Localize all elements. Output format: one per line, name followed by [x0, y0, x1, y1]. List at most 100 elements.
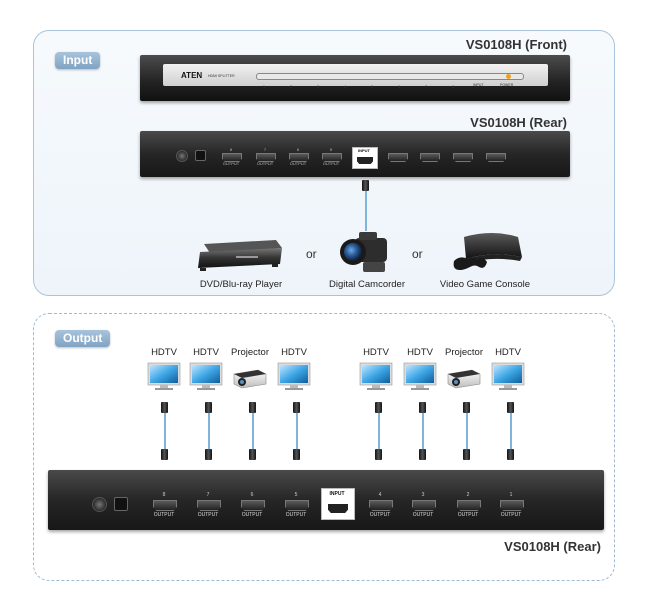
front-port-number: 5: [371, 84, 374, 89]
output-port-label: OUTPUT: [412, 512, 434, 518]
front-port-number: 7: [425, 84, 428, 89]
display-label: HDTV: [281, 347, 307, 358]
output-port-number: 1: [509, 492, 513, 498]
hdmi-port-icon: [322, 153, 342, 162]
hdmi-port-icon: [420, 153, 440, 162]
input-cable-plug-top: [362, 180, 369, 191]
hdmi-port-icon: [285, 500, 309, 511]
hdmi-port-icon: [289, 153, 309, 162]
input-port-label: INPUT: [329, 491, 345, 497]
output-port-label: OUTPUT: [256, 161, 274, 166]
output-port-number: 6: [250, 492, 254, 498]
output-panel: [33, 313, 615, 581]
or-text-1: or: [306, 247, 317, 261]
cable-line: [296, 413, 298, 449]
hdtv-icon: [491, 362, 525, 390]
display-label: HDTV: [495, 347, 521, 358]
hdmi-port-icon: [241, 500, 265, 511]
hdmi-port-icon: [369, 500, 393, 511]
hdmi-port-icon: [412, 500, 436, 511]
cable-plug-bottom: [507, 449, 514, 460]
display-label: HDTV: [363, 347, 389, 358]
cable-plug-bottom: [205, 449, 212, 460]
hdtv-icon: [189, 362, 223, 390]
cable-line: [510, 413, 512, 449]
product-name-text: HDMI SPLITTER: [208, 74, 235, 78]
cable-line: [378, 413, 380, 449]
power-switch-icon: [92, 497, 107, 512]
dc-jack-icon: [114, 497, 128, 511]
output-section-tag: Output: [55, 330, 111, 347]
cable-plug-bottom: [249, 449, 256, 460]
hdmi-port-icon: [453, 153, 473, 162]
front-port-number: 2: [290, 84, 293, 89]
cable-line: [252, 413, 254, 449]
brand-logo: ATEN: [181, 71, 203, 80]
rear-unit-label-bottom: VS0108H (Rear): [504, 539, 601, 554]
rear-unit-label-top: VS0108H (Rear): [470, 115, 567, 130]
cable-line: [422, 413, 424, 449]
cable-plug-top: [293, 402, 300, 413]
dc-jack-icon: [195, 150, 206, 161]
hdtv-icon: [403, 362, 437, 390]
output-port-number: 7: [206, 492, 210, 498]
output-port-label: OUTPUT: [222, 161, 240, 166]
front-unit-label: VS0108H (Front): [465, 37, 567, 52]
front-input-text: INPUT: [473, 83, 484, 87]
power-led-icon: [506, 74, 511, 79]
projector-icon: [447, 369, 481, 389]
display-label: HDTV: [151, 347, 177, 358]
cable-plug-top: [161, 402, 168, 413]
hdmi-port-icon: [328, 504, 348, 513]
dvd-player-icon: [198, 240, 282, 271]
source-label-console: Video Game Console: [439, 279, 531, 290]
hdtv-icon: [359, 362, 393, 390]
hdmi-port-icon: [222, 153, 242, 162]
cable-plug-bottom: [463, 449, 470, 460]
hdmi-port-icon: [500, 500, 524, 511]
hdmi-port-icon: [197, 500, 221, 511]
hdmi-port-icon: [256, 153, 276, 162]
hdtv-icon: [277, 362, 311, 390]
front-port-number: 3: [317, 84, 320, 89]
input-cable-line: [365, 191, 367, 231]
projector-icon: [233, 369, 267, 389]
cable-line: [208, 413, 210, 449]
output-port-label: OUTPUT: [500, 512, 522, 518]
output-port-number: 3: [421, 492, 425, 498]
output-port-label: OUTPUT: [241, 512, 263, 518]
front-port-number: 4: [344, 84, 347, 89]
output-port-label: OUTPUT: [322, 161, 340, 166]
hdmi-port-icon: [388, 153, 408, 162]
hdmi-port-icon: [457, 500, 481, 511]
cable-plug-top: [507, 402, 514, 413]
front-port-number: 8: [452, 84, 455, 89]
cable-plug-top: [205, 402, 212, 413]
output-port-label: OUTPUT: [153, 512, 175, 518]
power-switch-icon: [176, 150, 188, 162]
cable-plug-bottom: [293, 449, 300, 460]
front-power-text: POWER: [500, 83, 514, 87]
display-label: Projector: [444, 347, 483, 358]
output-port-number: 5: [294, 492, 298, 498]
input-port-highlighted: [352, 147, 378, 169]
cable-plug-bottom: [375, 449, 382, 460]
output-port-label: OUTPUT: [197, 512, 219, 518]
cable-plug-top: [419, 402, 426, 413]
display-label: HDTV: [407, 347, 433, 358]
source-label-camcorder: Digital Camcorder: [328, 279, 406, 290]
source-label-dvd: DVD/Blu-ray Player: [199, 279, 283, 290]
front-indicator-strip: [256, 73, 524, 80]
cable-line: [466, 413, 468, 449]
output-port-number: 8: [162, 492, 166, 498]
output-port-label: OUTPUT: [369, 512, 391, 518]
output-port-number: 5: [329, 147, 333, 152]
hdmi-port-icon: [153, 500, 177, 511]
cable-plug-top: [463, 402, 470, 413]
output-port-label: OUTPUT: [457, 512, 479, 518]
game-console-icon: [453, 233, 522, 270]
front-port-number: 6: [398, 84, 401, 89]
cable-line: [164, 413, 166, 449]
output-port-number: 7: [263, 147, 267, 152]
camcorder-icon: [340, 232, 387, 272]
